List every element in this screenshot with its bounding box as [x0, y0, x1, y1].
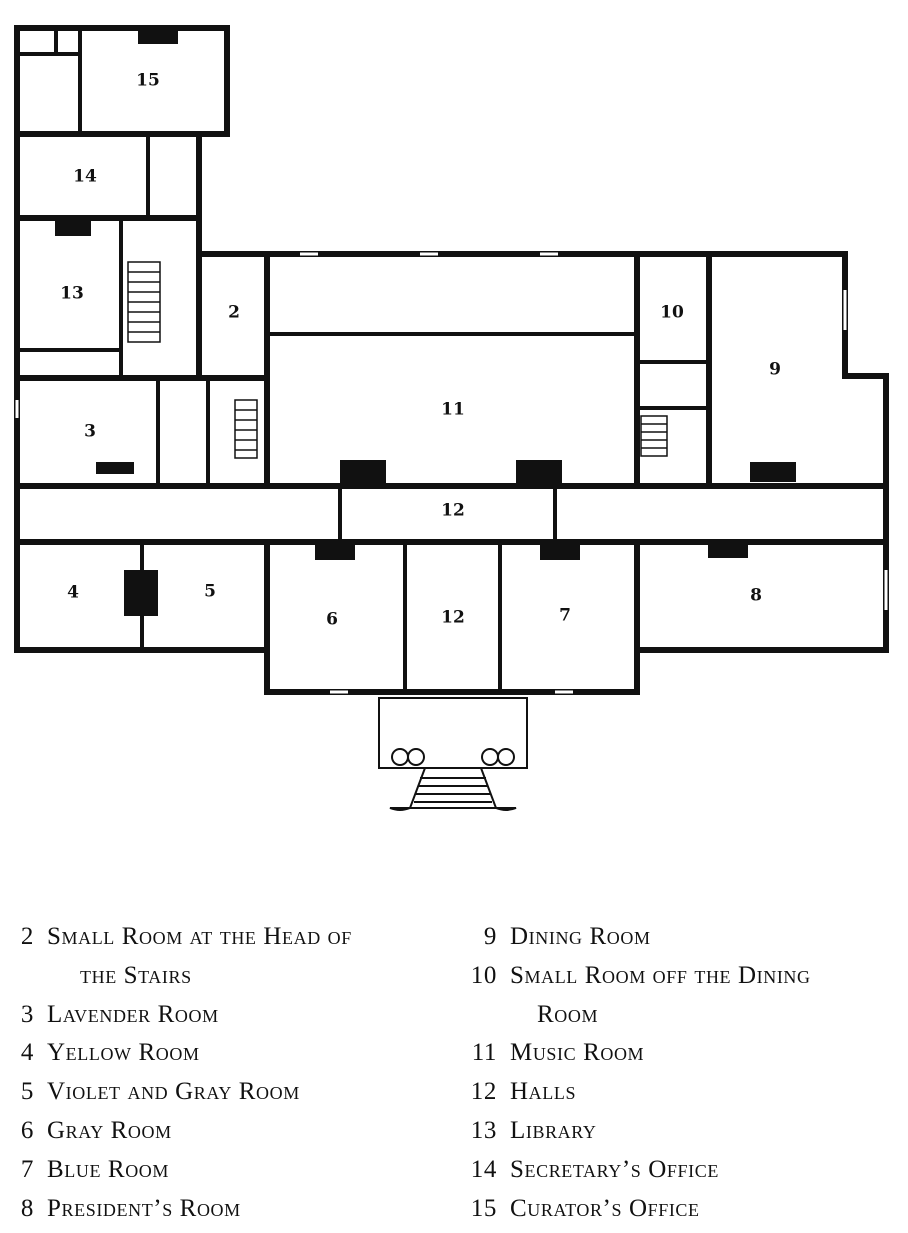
legend-name: Yellow Room — [47, 1039, 200, 1067]
fireplace — [516, 460, 562, 484]
fireplace — [340, 460, 386, 484]
legend-item: 13 Library — [466, 1112, 896, 1151]
wall-secretary-block — [14, 131, 202, 221]
room-label-3: 3 — [84, 422, 96, 442]
floor-plan: 2 3 4 5 6 7 8 9 10 11 12 12 13 14 15 — [14, 25, 889, 811]
legend-name-continued: Room — [537, 1000, 599, 1028]
legend-number: 5 — [20, 1078, 34, 1106]
legend-name: Blue Room — [47, 1155, 169, 1183]
legend-number: 10 — [470, 961, 497, 989]
room-label-9: 9 — [769, 360, 781, 380]
legend-name: Gray Room — [47, 1116, 172, 1144]
legend-item: 6 Gray Room — [14, 1112, 454, 1151]
legend-item: 4 Yellow Room — [14, 1034, 454, 1073]
room-label-15: 15 — [136, 71, 160, 91]
room-label-12-hall: 12 — [441, 501, 465, 521]
room-label-8: 8 — [750, 586, 762, 606]
staircase — [234, 399, 258, 459]
room-label-4: 4 — [67, 583, 79, 603]
legend-number: 8 — [20, 1194, 34, 1222]
legend-number: 9 — [483, 923, 497, 950]
fireplace — [750, 462, 796, 482]
legend-name: Library — [510, 1116, 597, 1144]
room-label-12-entry: 12 — [441, 608, 465, 628]
room-label-11: 11 — [441, 400, 465, 420]
fireplace — [540, 544, 580, 560]
legend-name: Small Room at the Head of — [47, 923, 352, 950]
legend-right: 9 Dining Room 10 Small Room off the Dining… — [466, 918, 896, 1228]
legend-number: 2 — [20, 923, 34, 950]
entrance-steps — [389, 767, 517, 811]
wall-room10-block — [634, 251, 712, 489]
legend-number: 13 — [470, 1116, 497, 1144]
legend-number: 12 — [470, 1078, 497, 1106]
fireplace — [124, 570, 158, 616]
fireplace — [708, 544, 748, 558]
room-label-13: 13 — [60, 284, 84, 304]
legend-item: 10 Small Room off the Dining — [466, 957, 896, 996]
legend-item: 14 Secretary’s Office — [466, 1151, 896, 1190]
legend-name: Secretary’s Office — [510, 1155, 719, 1183]
room-label-5: 5 — [204, 582, 216, 602]
room-label-7: 7 — [559, 606, 571, 626]
wall-dining-block — [706, 251, 889, 489]
legend-name: Violet and Gray Room — [47, 1078, 300, 1106]
wall-curator-wing — [14, 25, 230, 137]
legend-item-continued: Room — [466, 996, 896, 1035]
portico — [378, 697, 528, 769]
legend-number: 15 — [470, 1194, 497, 1222]
legend-item: 5 Violet and Gray Room — [14, 1073, 454, 1112]
legend-number: 6 — [20, 1116, 34, 1144]
legend-item-continued: the Stairs — [14, 957, 454, 996]
legend-item: 9 Dining Room — [466, 918, 896, 957]
legend-name: Dining Room — [510, 923, 651, 950]
legend-item: 11 Music Room — [466, 1034, 896, 1073]
fireplace — [315, 544, 355, 560]
legend-item: 8 President’s Room — [14, 1190, 454, 1229]
legend-number: 4 — [20, 1039, 34, 1067]
room-label-14: 14 — [73, 167, 97, 187]
legend-item: 15 Curator’s Office — [466, 1190, 896, 1229]
staircase — [640, 415, 668, 457]
room-label-6: 6 — [326, 610, 338, 630]
legend-number: 3 — [20, 1000, 34, 1028]
legend-name: Music Room — [510, 1039, 645, 1067]
legend-number: 7 — [20, 1155, 34, 1183]
legend-item: 3 Lavender Room — [14, 996, 454, 1035]
legend-item: 7 Blue Room — [14, 1151, 454, 1190]
legend-name: President’s Room — [47, 1194, 241, 1222]
room-label-2: 2 — [228, 303, 240, 323]
wall-center-block — [264, 251, 640, 489]
legend-number: 11 — [471, 1039, 497, 1067]
fireplace — [96, 462, 134, 474]
legend-name: Small Room off the Dining — [510, 961, 811, 989]
legend-name: Lavender Room — [47, 1000, 219, 1028]
legend-name: Halls — [510, 1078, 577, 1106]
wall-library-block — [14, 215, 202, 381]
wall-lavender-block — [14, 375, 270, 489]
fireplace — [55, 220, 91, 236]
legend-number: 14 — [470, 1155, 497, 1183]
fireplace — [138, 30, 178, 44]
legend-name-continued: the Stairs — [80, 961, 192, 989]
legend-item: 12 Halls — [466, 1073, 896, 1112]
legend-item: 2 Small Room at the Head of — [14, 918, 454, 957]
legend-name: Curator’s Office — [510, 1194, 700, 1222]
room-label-10: 10 — [660, 303, 684, 323]
